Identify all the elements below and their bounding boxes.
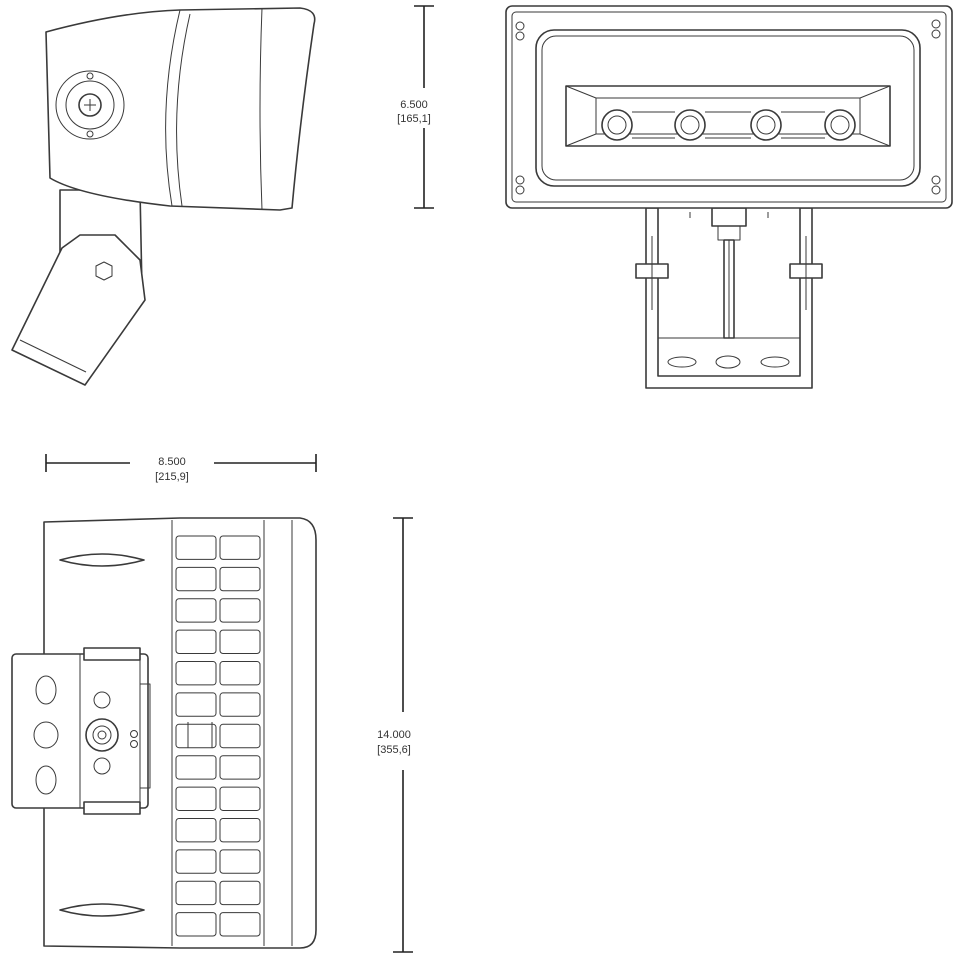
front-view: [505, 5, 953, 389]
width-mm-label: [355,6]: [377, 744, 411, 756]
heat-sink-fin: [219, 723, 261, 749]
heat-sink-fin: [175, 817, 217, 843]
corner-screw-icon: [515, 21, 525, 31]
depth-mm-label: [215,9]: [155, 471, 189, 483]
top-slot: [59, 553, 145, 567]
corner-screw-icon: [931, 175, 941, 185]
heat-sink-fin: [175, 786, 217, 811]
housing-outline: [43, 517, 317, 949]
heat-sink-fin: [219, 786, 261, 811]
heat-sink-fin: [219, 566, 261, 592]
conduit-fitting: [711, 207, 747, 227]
heat-sink-fin: [219, 692, 261, 717]
hex-bolt-icon: [95, 261, 113, 281]
led-4-icon: [824, 109, 856, 141]
heat-sink-fin: [175, 849, 217, 874]
heat-sink-fins: [175, 535, 261, 937]
heat-sink-fin: [175, 566, 217, 592]
heat-sink-fin: [219, 535, 261, 560]
bracket-clamp-bottom: [83, 801, 141, 815]
front-housing: [505, 5, 953, 209]
heat-sink-fin: [175, 755, 217, 780]
heat-sink-fin: [175, 692, 217, 717]
heat-sink-fin: [219, 629, 261, 655]
width-dimension: 14.000 [355,6]: [377, 517, 413, 953]
heat-sink-fin: [175, 661, 217, 686]
led-1-icon: [601, 109, 633, 141]
heat-sink-fin: [219, 849, 261, 874]
depth-inches-label: 8.500: [158, 456, 186, 468]
led-3-icon: [750, 109, 782, 141]
heat-sink-fin: [219, 880, 261, 906]
height-mm-label: [165,1]: [397, 113, 431, 125]
yoke-bracket: [635, 207, 823, 389]
heat-sink-fin: [175, 535, 217, 560]
heat-sink-fin: [219, 598, 261, 623]
depth-dimension: 8.500 [215,9]: [45, 454, 317, 483]
height-dimension: 6.500 [165,1]: [397, 5, 434, 209]
led-2-icon: [674, 109, 706, 141]
conduit-entry-icon: [85, 718, 119, 752]
heat-sink-fin: [219, 817, 261, 843]
heat-sink-fin: [175, 912, 217, 937]
bracket-clamp-top: [83, 647, 141, 661]
top-housing: [43, 517, 317, 949]
side-housing: [45, 7, 316, 211]
width-inches-label: 14.000: [377, 729, 411, 741]
side-view: [11, 7, 316, 386]
bottom-slot: [59, 903, 145, 917]
heat-sink-fin: [175, 629, 217, 655]
pivot-disc: [55, 70, 125, 140]
heat-sink-fin: [219, 912, 261, 937]
heat-sink-fin: [175, 598, 217, 623]
heat-sink-fin: [175, 723, 217, 749]
height-inches-label: 6.500: [400, 99, 428, 111]
knuckle-arm: [11, 189, 146, 386]
mounting-bracket: [11, 647, 213, 815]
heat-sink-fin: [219, 755, 261, 780]
heat-sink-fin: [219, 661, 261, 686]
heat-sink-fin: [175, 880, 217, 906]
corner-screw-icon: [515, 175, 525, 185]
top-view: [11, 517, 317, 949]
corner-screw-icon: [931, 19, 941, 29]
